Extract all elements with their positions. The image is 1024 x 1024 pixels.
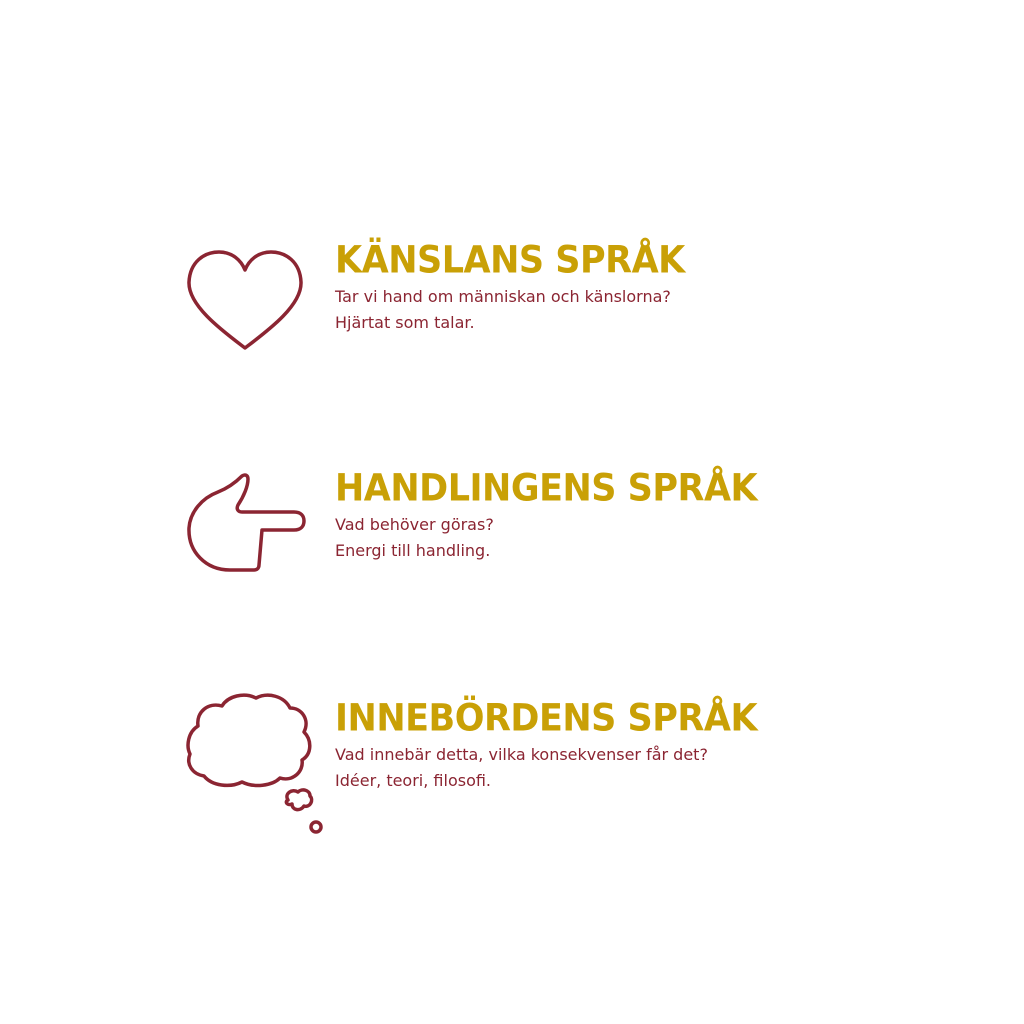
section-description: Vad behöver göras? Energi till handling. <box>335 512 757 564</box>
section-text: KÄNSLANS SPRÅK Tar vi hand om människan … <box>335 240 685 336</box>
description-line: Vad behöver göras? <box>335 515 494 534</box>
description-line: Hjärtat som talar. <box>335 313 475 332</box>
pointing-hand-outline-icon <box>184 472 308 576</box>
section-title: INNEBÖRDENS SPRÅK <box>335 696 758 741</box>
section-text: HANDLINGENS SPRÅK Vad behöver göras? Ene… <box>335 466 758 564</box>
thought-cloud-outline-icon <box>184 690 324 836</box>
section-title: KÄNSLANS SPRÅK <box>335 238 685 283</box>
section-description: Vad innebär detta, vilka konsekvenser få… <box>335 742 757 794</box>
description-line: Vad innebär detta, vilka konsekvenser få… <box>335 745 708 764</box>
section-title: HANDLINGENS SPRÅK <box>335 466 758 511</box>
section-text: INNEBÖRDENS SPRÅK Vad innebär detta, vil… <box>335 696 758 794</box>
description-line: Tar vi hand om människan och känslorna? <box>335 287 671 306</box>
section-description: Tar vi hand om människan och känslorna? … <box>335 284 685 336</box>
heart-outline-icon <box>184 248 306 352</box>
description-line: Energi till handling. <box>335 541 491 560</box>
description-line: Idéer, teori, filosofi. <box>335 771 492 790</box>
